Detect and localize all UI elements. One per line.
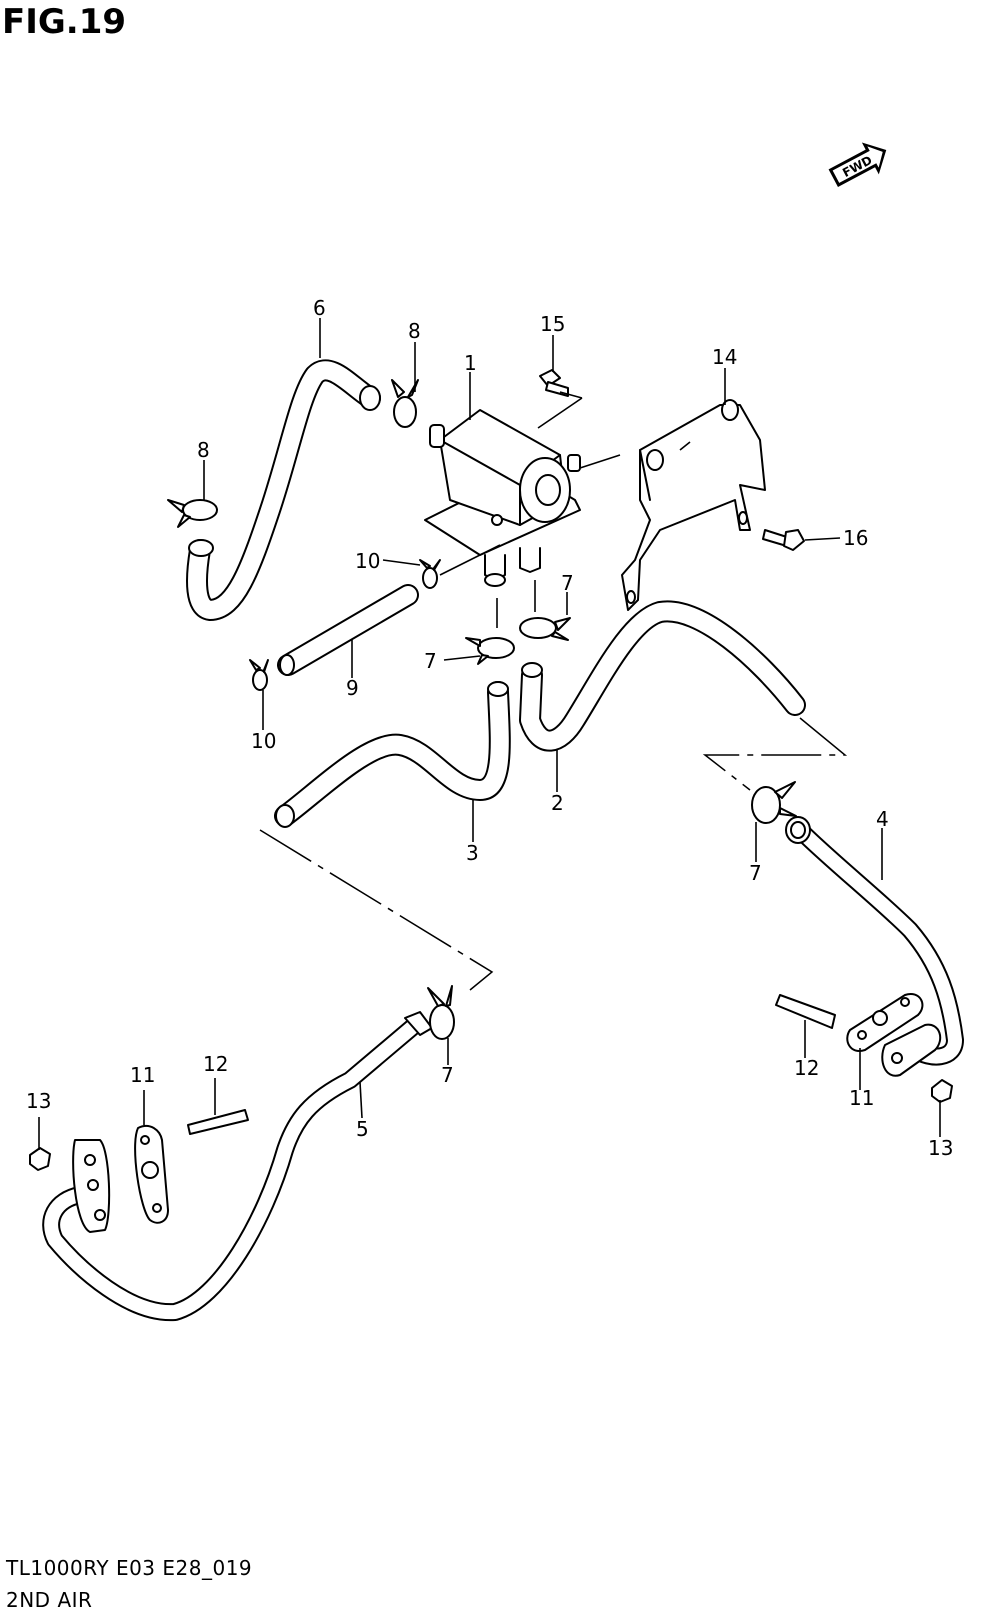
leader-lines	[38, 318, 941, 1150]
callout-9: 9	[346, 676, 359, 700]
nut-part-13-left	[29, 1147, 51, 1171]
callout-15: 15	[540, 312, 565, 336]
pipe-part-5	[42, 1011, 433, 1322]
callout-13-right: 13	[928, 1136, 953, 1160]
bolt-part-15	[539, 369, 569, 397]
gasket-part-11-right	[846, 993, 924, 1052]
callout-4: 4	[876, 807, 889, 831]
hose-part-6	[186, 359, 381, 621]
stud-part-12-right	[775, 994, 836, 1029]
reed-valve-part-1	[424, 409, 581, 587]
clamp-part-10-lower	[249, 659, 269, 691]
clamp-part-7-right	[519, 617, 571, 641]
assembly-lines	[259, 717, 848, 991]
callout-14: 14	[712, 345, 737, 369]
bolt-part-16	[762, 529, 805, 551]
callout-7-left: 7	[424, 649, 437, 673]
bracket-part-14	[621, 399, 766, 611]
callout-12-right: 12	[794, 1056, 819, 1080]
clamp-part-10-upper	[419, 559, 441, 589]
callout-16: 16	[843, 526, 868, 550]
hose-part-3	[274, 681, 511, 828]
clamp-part-7-left	[465, 637, 515, 665]
callout-8-left: 8	[197, 438, 210, 462]
figure-title: FIG.19	[2, 2, 127, 42]
callout-7-lower: 7	[441, 1063, 454, 1087]
stud-part-12-left	[187, 1109, 249, 1135]
callout-10-lower: 10	[251, 729, 276, 753]
callout-1: 1	[464, 351, 477, 375]
nut-part-13-right	[931, 1079, 953, 1103]
callout-13-left: 13	[26, 1089, 51, 1113]
callout-12-left: 12	[203, 1052, 228, 1076]
section-name: 2ND AIR	[6, 1588, 93, 1612]
callout-labels: 1 2 3 4 5 6 7 7 7 7 8 8 9 10 10 11 11 12…	[26, 296, 953, 1160]
callout-10-upper: 10	[355, 549, 380, 573]
callout-7-middle: 7	[749, 861, 762, 885]
callout-5: 5	[356, 1117, 369, 1141]
callout-11-left: 11	[130, 1063, 155, 1087]
callout-2: 2	[551, 791, 564, 815]
clamp-part-7-middle	[751, 781, 797, 824]
callout-11-right: 11	[849, 1086, 874, 1110]
hose-part-2	[519, 600, 806, 752]
callout-3: 3	[466, 841, 479, 865]
pipe-part-4	[785, 816, 964, 1077]
model-code: TL1000RY E03 E28_019	[6, 1556, 253, 1580]
fwd-arrow-icon: FWD	[828, 142, 887, 187]
gasket-part-11-left	[134, 1124, 169, 1224]
callout-6: 6	[313, 296, 326, 320]
clamp-part-8-upper	[391, 379, 419, 428]
callout-7-right: 7	[561, 571, 574, 595]
clamp-part-7-lower	[427, 985, 455, 1040]
callout-8-upper: 8	[408, 319, 421, 343]
hose-part-9	[277, 584, 419, 676]
clamp-part-8-left	[167, 499, 218, 528]
